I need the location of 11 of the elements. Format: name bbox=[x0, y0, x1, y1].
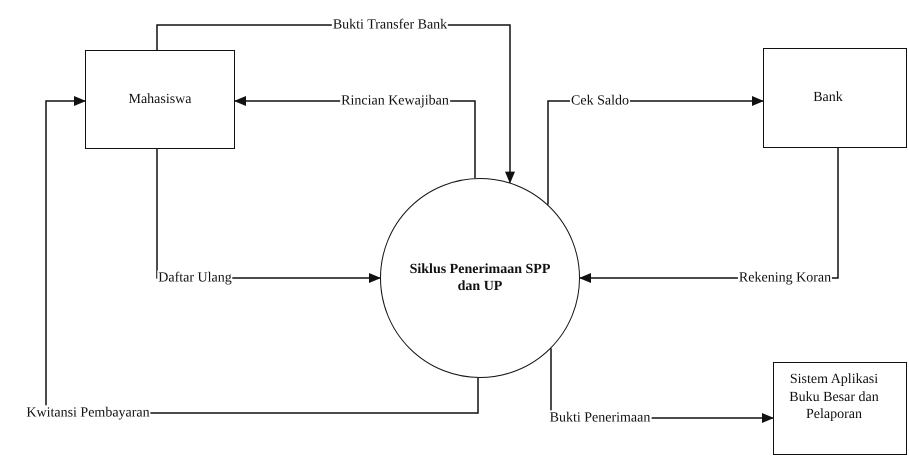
entity-box bbox=[773, 362, 907, 455]
edge-label: Rincian Kewajiban bbox=[340, 93, 450, 109]
entity-label: Bank bbox=[813, 89, 843, 107]
edge-label: Daftar Ulang bbox=[157, 270, 233, 286]
edge-label: Rekening Koran bbox=[738, 270, 832, 286]
entity-box bbox=[85, 50, 235, 149]
entity-label: Mahasiswa bbox=[128, 90, 192, 108]
process-label: Siklus Penerimaan SPP dan UP bbox=[408, 260, 552, 296]
entity-label: Sistem Aplikasi Buku Besar dan Pelaporan bbox=[788, 371, 880, 424]
edge-label: Kwitansi Pembayaran bbox=[25, 405, 151, 421]
entity-box bbox=[763, 48, 907, 148]
